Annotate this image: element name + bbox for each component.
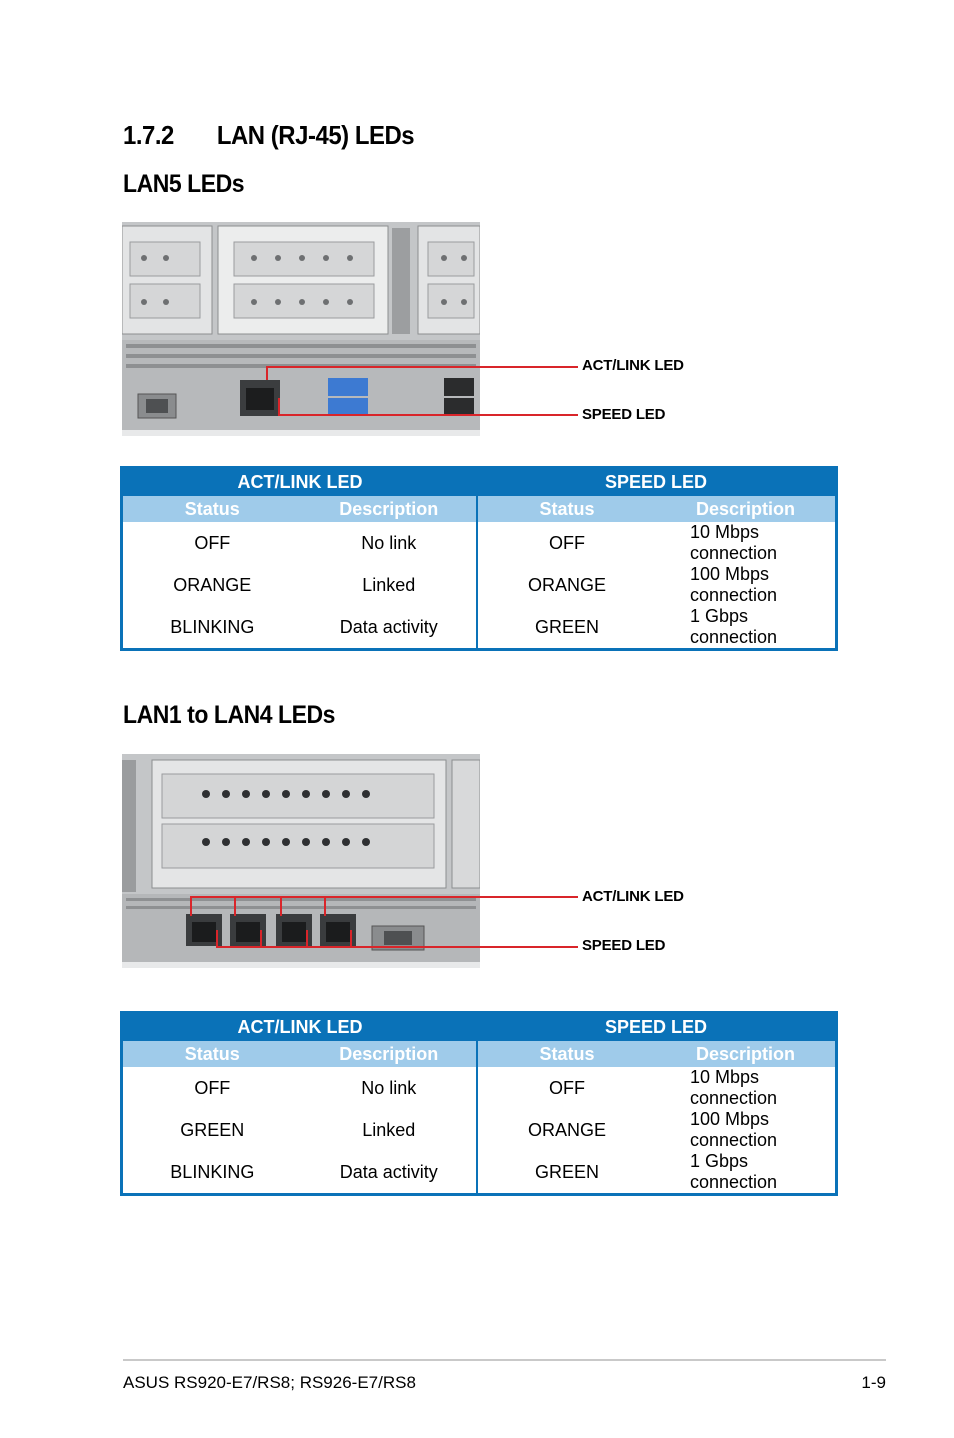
speed-status-cell: OFF: [475, 1067, 656, 1109]
table-row: OFF No link OFF 10 Mbps connection: [122, 1067, 837, 1109]
speed-status-cell: GREEN: [475, 606, 656, 650]
speed-desc-cell: 10 Mbps connection: [690, 1067, 778, 1108]
lan5-speed-callout: SPEED LED: [582, 406, 666, 423]
speed-status-cell: OFF: [475, 522, 656, 564]
lan5-panel-illustration: [122, 222, 480, 436]
lan1-to-lan4-led-table: ACT/LINK LED SPEED LED Status Descriptio…: [120, 1011, 838, 1196]
lan1-4-act-drop-2: [234, 896, 236, 916]
footer-product-name: ASUS RS920-E7/RS8; RS926-E7/RS8: [123, 1373, 416, 1392]
act-status-cell: ORANGE: [173, 574, 252, 595]
lan5-act-link-line-drop: [266, 366, 268, 380]
act-desc-cell: No link: [361, 1077, 417, 1098]
act-desc-cell: Data activity: [339, 1161, 438, 1182]
act-status-cell: OFF: [194, 1077, 231, 1098]
lan5-col-description-right: Description: [656, 496, 837, 522]
speed-desc-cell: 1 Gbps connection: [690, 1151, 778, 1192]
lan5-heading: LAN5 LEDs: [123, 170, 245, 198]
lan1-4-act-link-line: [190, 896, 578, 898]
table-row: BLINKING Data activity GREEN 1 Gbps conn…: [122, 606, 837, 650]
speed-desc-cell: 100 Mbps connection: [690, 1109, 778, 1150]
table-row: ORANGE Linked ORANGE 100 Mbps connection: [122, 564, 837, 606]
act-desc-cell: No link: [361, 532, 417, 553]
act-status-cell: OFF: [194, 532, 231, 553]
lan1-to-lan4-panel-illustration: [122, 754, 480, 968]
lan5-led-table: ACT/LINK LED SPEED LED Status Descriptio…: [120, 466, 838, 651]
lan5-group-speed: SPEED LED: [476, 467, 837, 496]
lan1-4-col-description-right: Description: [656, 1041, 837, 1067]
act-status-cell: GREEN: [180, 1119, 245, 1140]
lan5-act-link-line: [266, 366, 578, 368]
lan1-4-col-status-left: Status: [121, 1041, 302, 1067]
footer-page-number: 1-9: [861, 1373, 886, 1392]
lan5-speed-line-drop: [278, 398, 280, 416]
lan1-4-group-act-link: ACT/LINK LED: [121, 1012, 477, 1041]
lan1-4-act-drop-3: [280, 896, 282, 916]
lan1-4-group-speed: SPEED LED: [476, 1012, 837, 1041]
lan1-4-col-status-right: Status: [475, 1041, 656, 1067]
lan5-col-status-right: Status: [475, 496, 656, 522]
section-number: 1.7.2: [123, 120, 174, 150]
lan1-4-speed-drop-4: [350, 930, 352, 948]
speed-status-cell: ORANGE: [475, 564, 656, 606]
lan5-group-act-link: ACT/LINK LED: [121, 467, 477, 496]
act-status-cell: BLINKING: [170, 1161, 255, 1182]
act-desc-cell: Linked: [362, 1119, 416, 1140]
lan5-col-status-left: Status: [121, 496, 302, 522]
table-row: BLINKING Data activity GREEN 1 Gbps conn…: [122, 1151, 837, 1195]
lan5-act-link-callout: ACT/LINK LED: [582, 357, 684, 374]
lan1-4-speed-callout: SPEED LED: [582, 937, 666, 954]
speed-desc-cell: 100 Mbps connection: [690, 564, 778, 605]
section-title: LAN (RJ-45) LEDs: [216, 120, 415, 150]
lan1-4-speed-drop-2: [260, 930, 262, 948]
lan5-rear-panel-photo: [122, 222, 480, 436]
lan1-4-speed-drop-3: [306, 930, 308, 948]
lan5-speed-line: [278, 414, 578, 416]
lan1-4-act-link-callout: ACT/LINK LED: [582, 888, 684, 905]
lan1-4-col-description-left: Description: [301, 1041, 477, 1067]
act-desc-cell: Linked: [362, 574, 416, 595]
speed-status-cell: ORANGE: [475, 1109, 656, 1151]
lan1-to-lan4-heading: LAN1 to LAN4 LEDs: [123, 701, 335, 729]
table-row: GREEN Linked ORANGE 100 Mbps connection: [122, 1109, 837, 1151]
lan1-4-speed-line: [216, 946, 578, 948]
speed-desc-cell: 1 Gbps connection: [690, 606, 778, 647]
lan1-4-speed-drop-1: [216, 930, 218, 948]
lan1-4-act-drop-4: [324, 896, 326, 916]
speed-status-cell: GREEN: [475, 1151, 656, 1195]
act-status-cell: BLINKING: [170, 616, 255, 637]
act-desc-cell: Data activity: [339, 616, 438, 637]
lan5-col-description-left: Description: [301, 496, 477, 522]
lan1-to-lan4-rear-panel-photo: [122, 754, 480, 968]
table-row: OFF No link OFF 10 Mbps connection: [122, 522, 837, 564]
section-heading: 1.7.2 LAN (RJ-45) LEDs: [123, 120, 415, 151]
lan1-4-act-drop-1: [190, 896, 192, 916]
speed-desc-cell: 10 Mbps connection: [690, 522, 778, 563]
footer-divider: [123, 1359, 886, 1361]
